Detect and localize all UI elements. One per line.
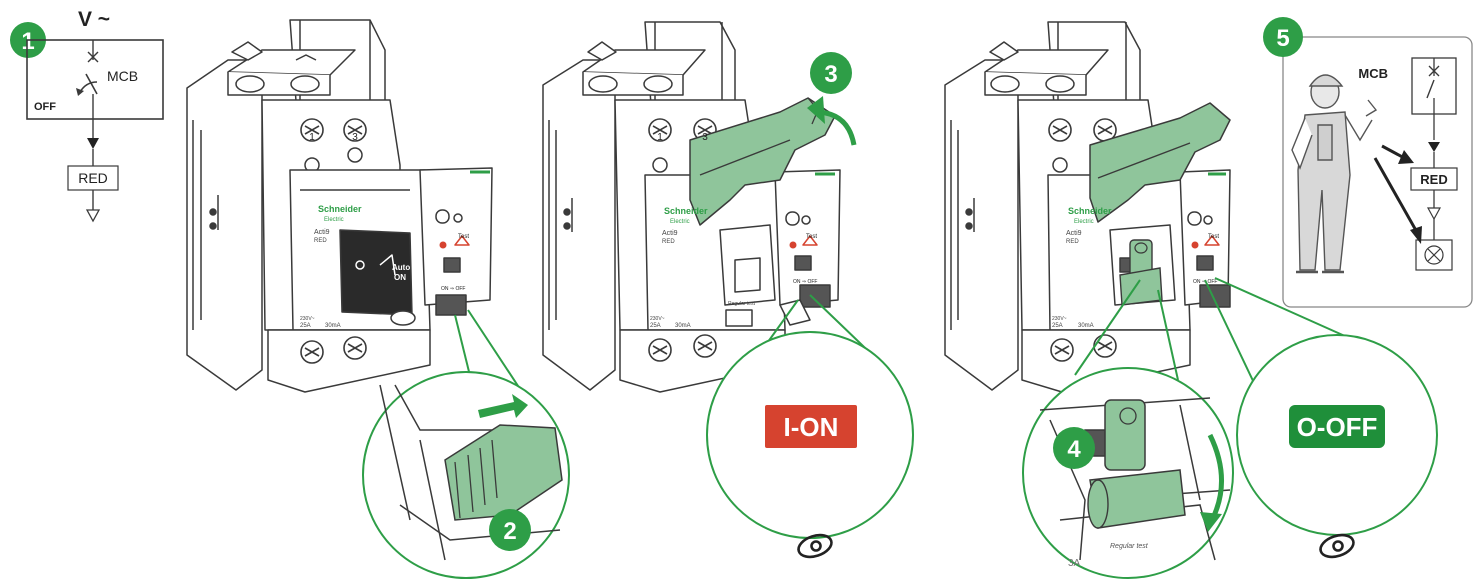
- device1-sensitivity: 30mA: [325, 323, 341, 329]
- technician-icon: [1291, 74, 1378, 274]
- off-label: OFF: [34, 101, 56, 113]
- device2-cover: 3: [689, 52, 857, 226]
- device1-test: Test: [458, 234, 469, 240]
- step3-marker: [810, 52, 852, 94]
- device2-brand-sub: Electric: [670, 219, 690, 225]
- device2-model-sub: RED: [662, 239, 675, 245]
- device3-cover: [1089, 102, 1231, 306]
- device1-rating-1: 230V~: [300, 316, 315, 322]
- device2-labels: 1 3 Schneider Electric Acti9 RED Test ON…: [650, 132, 817, 329]
- device3-sensitivity: 30mA: [1078, 323, 1094, 329]
- device2-terminal-3: 3: [702, 132, 708, 143]
- ooff-badge: [1289, 405, 1385, 448]
- red-label: RED: [78, 170, 108, 186]
- device1-model-sub: RED: [314, 238, 327, 244]
- step5-panel: 5 MCB RED: [1263, 17, 1473, 308]
- device3-brand-sub: Electric: [1074, 219, 1094, 225]
- device2-terminal-1: 1: [657, 132, 663, 143]
- device2-test: Test: [806, 234, 817, 240]
- device1-rating-2: 25A: [300, 323, 311, 329]
- ion-badge-text: I-ON: [784, 412, 839, 442]
- device3-model: Acti9: [1066, 230, 1082, 237]
- device2-model: Acti9: [662, 230, 678, 237]
- device2-rating-2: 25A: [650, 323, 661, 329]
- push-right-arrow: [478, 394, 528, 418]
- device1: [186, 19, 493, 393]
- rotate-down-arrow: [1207, 433, 1224, 522]
- step2-callout: 2: [362, 309, 570, 579]
- red-box: [67, 165, 119, 191]
- step3-number: 3: [824, 61, 837, 88]
- step1-schematic: 1 V ~ MCB OFF RED: [10, 8, 164, 223]
- eye-icon: [1316, 529, 1358, 563]
- device1-auto: Auto: [392, 263, 410, 272]
- step2-number: 2: [503, 518, 516, 545]
- mcb-label: MCB: [107, 68, 138, 84]
- step4-callout: 4 Regular test 3A: [1022, 279, 1234, 579]
- device1-brand-sub: Electric: [324, 217, 344, 223]
- ion-badge: [765, 405, 857, 448]
- step4-magnifier: [1022, 367, 1234, 579]
- device3-rating-2: 25A: [1052, 323, 1063, 329]
- device3-brand: Schneider: [1068, 206, 1112, 216]
- device1-switch-label: ON ⇒ OFF: [441, 286, 465, 292]
- device2-brand: Schneider: [664, 206, 708, 216]
- device3-model-sub: RED: [1066, 239, 1079, 245]
- device1-labels: 1 3 Schneider Electric Acti9 RED Auto ON…: [300, 132, 469, 329]
- device2-sensitivity: 30mA: [675, 323, 691, 329]
- device1-on: ON: [394, 273, 406, 282]
- ooff-callout: O-OFF: [1204, 277, 1438, 563]
- step4-rating: 3A: [1068, 558, 1081, 569]
- step2-marker: [489, 509, 531, 551]
- step4-number: 4: [1067, 436, 1081, 463]
- slider-handle: [444, 424, 563, 521]
- step4-marker: [1053, 427, 1095, 469]
- step5-red-label: RED: [1420, 172, 1447, 187]
- step5-number: 5: [1276, 25, 1289, 52]
- step4-regular-test: Regular test: [1110, 543, 1149, 550]
- device1-brand: Schneider: [318, 204, 362, 214]
- ooff-badge-text: O-OFF: [1297, 412, 1378, 442]
- voltage-label: V ~: [78, 8, 110, 31]
- mcb-box: [26, 39, 164, 120]
- ion-callout: I-ON: [706, 294, 914, 563]
- device2-switch-label: ON ⇒ OFF: [793, 279, 817, 285]
- device2-regular-test: Regular test: [728, 301, 756, 307]
- step5-mcb-label: MCB: [1358, 66, 1388, 81]
- mcb-switch-symbol: [85, 73, 98, 95]
- step1-number: 1: [21, 28, 34, 55]
- device1-terminal-3: 3: [352, 132, 358, 143]
- device1-terminal-1: 1: [309, 132, 315, 143]
- step5-marker: [1263, 17, 1303, 57]
- device1-model: Acti9: [314, 229, 330, 236]
- device3-test: Test: [1208, 234, 1219, 240]
- device3-rating-1: 230V~: [1052, 316, 1067, 322]
- device2-rating-1: 230V~: [650, 316, 665, 322]
- device2: [542, 21, 841, 393]
